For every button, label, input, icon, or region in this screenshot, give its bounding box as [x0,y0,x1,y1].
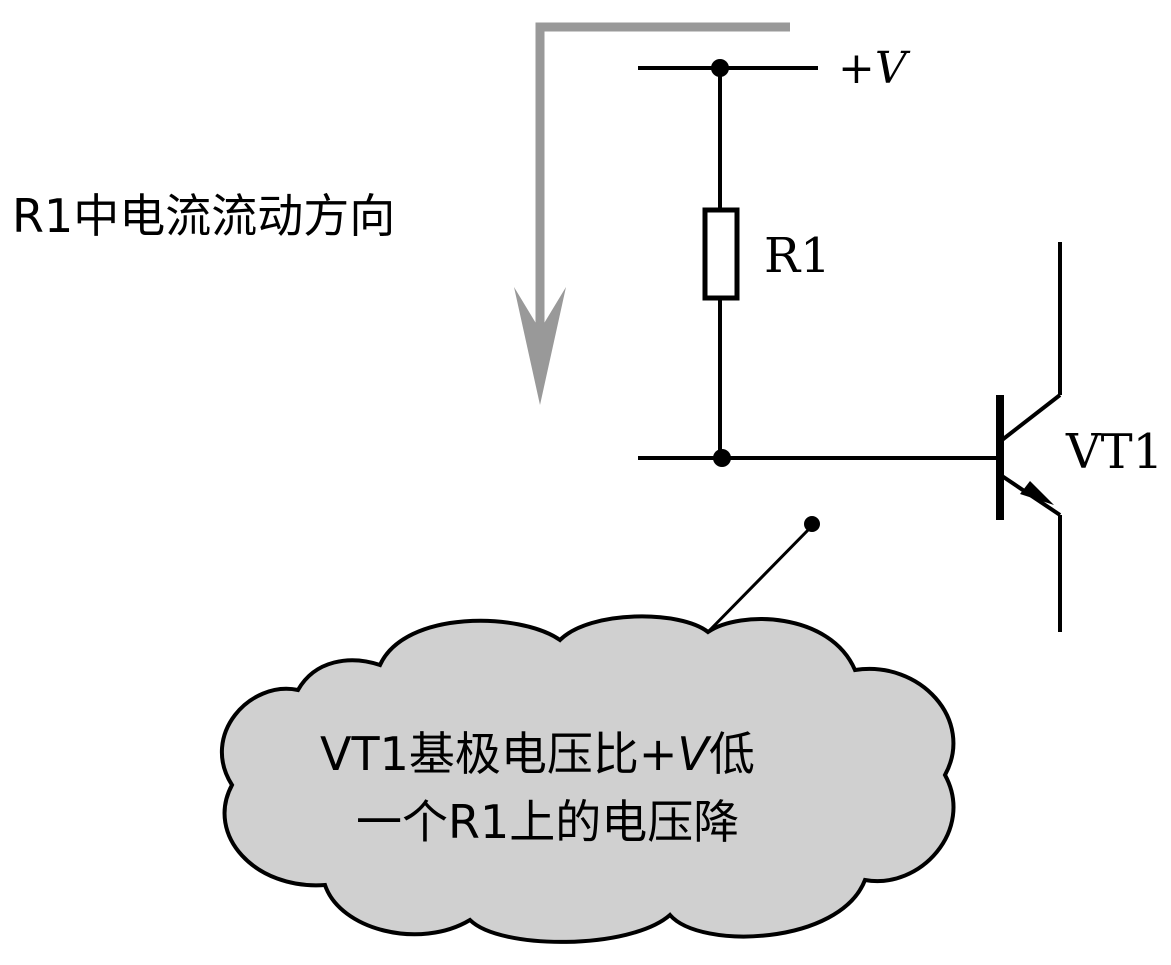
current-direction-arrow [514,22,790,405]
resistor-r1-body [702,207,740,301]
resistor-label: R1 [764,228,831,284]
base-junction-dot [713,449,731,467]
callout-pointer-dot [804,516,820,532]
callout-cloud [219,614,956,944]
transistor-collector-lead [1000,393,1062,442]
callout-text-line1: VT1基极电压比+V低 [320,727,755,781]
arrow-shaft [535,22,790,380]
transistor-label: VT1 [1065,424,1163,480]
callout-pointer-line [704,524,814,636]
callout-text-line2: 一个R1上的电压降 [356,795,739,849]
transistor-vt1 [996,242,1062,632]
supply-voltage-label: +V [838,43,911,94]
emitter-arrow-icon [1020,481,1054,505]
current-direction-label: R1中电流流动方向 [12,189,395,243]
arrow-head [514,287,566,405]
